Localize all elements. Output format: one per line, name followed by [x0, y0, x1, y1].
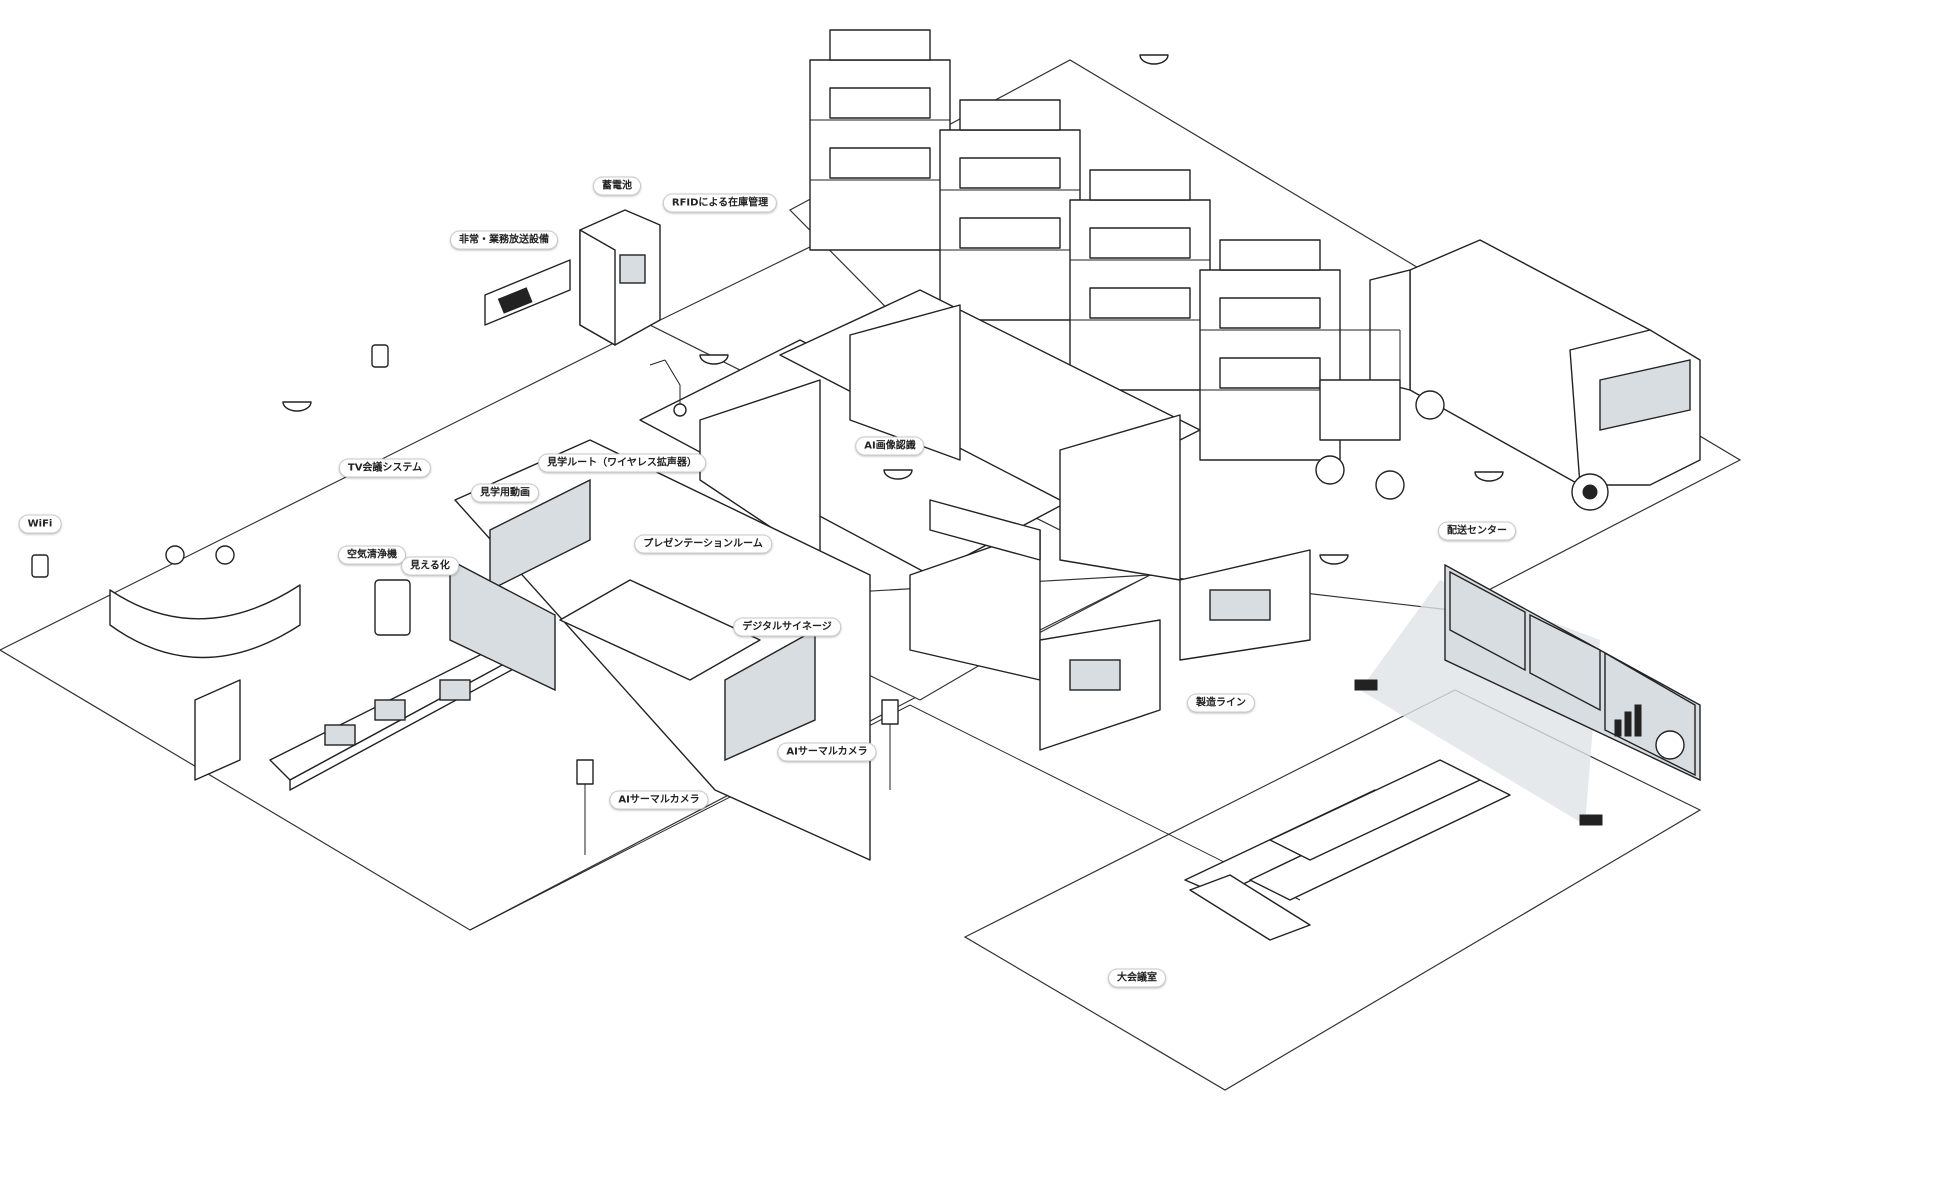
video-wall: [1444, 563, 1701, 782]
meeting-tables: [1184, 759, 1511, 941]
reception-counter: [109, 545, 301, 659]
meeting-floor: [963, 689, 1702, 1091]
label-emergency-broadcast: 非常・業務放送設備: [450, 230, 558, 250]
label-visualization: 見える化: [401, 556, 459, 576]
label-production-line: 製造ライン: [1187, 693, 1255, 713]
forklift: [1315, 329, 1405, 500]
label-presentation-room: プレゼンテーションルーム: [634, 534, 772, 554]
projector-icon: [1354, 679, 1603, 826]
storage-racks: [809, 29, 1341, 461]
label-large-meeting-room: 大会議室: [1108, 968, 1166, 988]
dome-camera-icon: [282, 54, 1504, 565]
label-tour-video: 見学用動画: [471, 483, 539, 503]
label-digital-signage: デジタルサイネージ: [733, 617, 841, 637]
robot-arm-icon: [649, 359, 687, 417]
label-battery: 蓄電池: [593, 176, 641, 196]
wifi-icon: [31, 344, 389, 578]
office-desks: [194, 639, 531, 791]
label-ai-thermal-camera-1: AIサーマルカメラ: [609, 790, 709, 810]
tour-video-screen: [489, 478, 591, 592]
label-ai-image-recognition: AI画像認識: [855, 436, 925, 456]
thermal-camera-stand: [576, 699, 899, 855]
production-line: [639, 289, 1311, 751]
label-tour-route: 見学ルート（ワイヤレス拡声器）: [538, 453, 706, 473]
battery-cabinet-icon: [579, 209, 661, 346]
broadcast-panel-icon: [484, 259, 571, 326]
label-rfid: RFIDによる在庫管理: [662, 193, 778, 213]
label-distribution-center: 配送センター: [1438, 521, 1516, 541]
air-purifier: [374, 579, 411, 636]
label-tv-conference: TV会議システム: [338, 458, 432, 478]
label-air-purifier: 空気清浄機: [338, 545, 406, 565]
label-ai-thermal-camera-2: AIサーマルカメラ: [777, 742, 877, 762]
visualization-screen: [449, 558, 556, 692]
factory-front-edge: [469, 704, 1301, 931]
digital-signage-screen: [724, 628, 816, 762]
label-wifi: WiFi: [18, 514, 62, 534]
